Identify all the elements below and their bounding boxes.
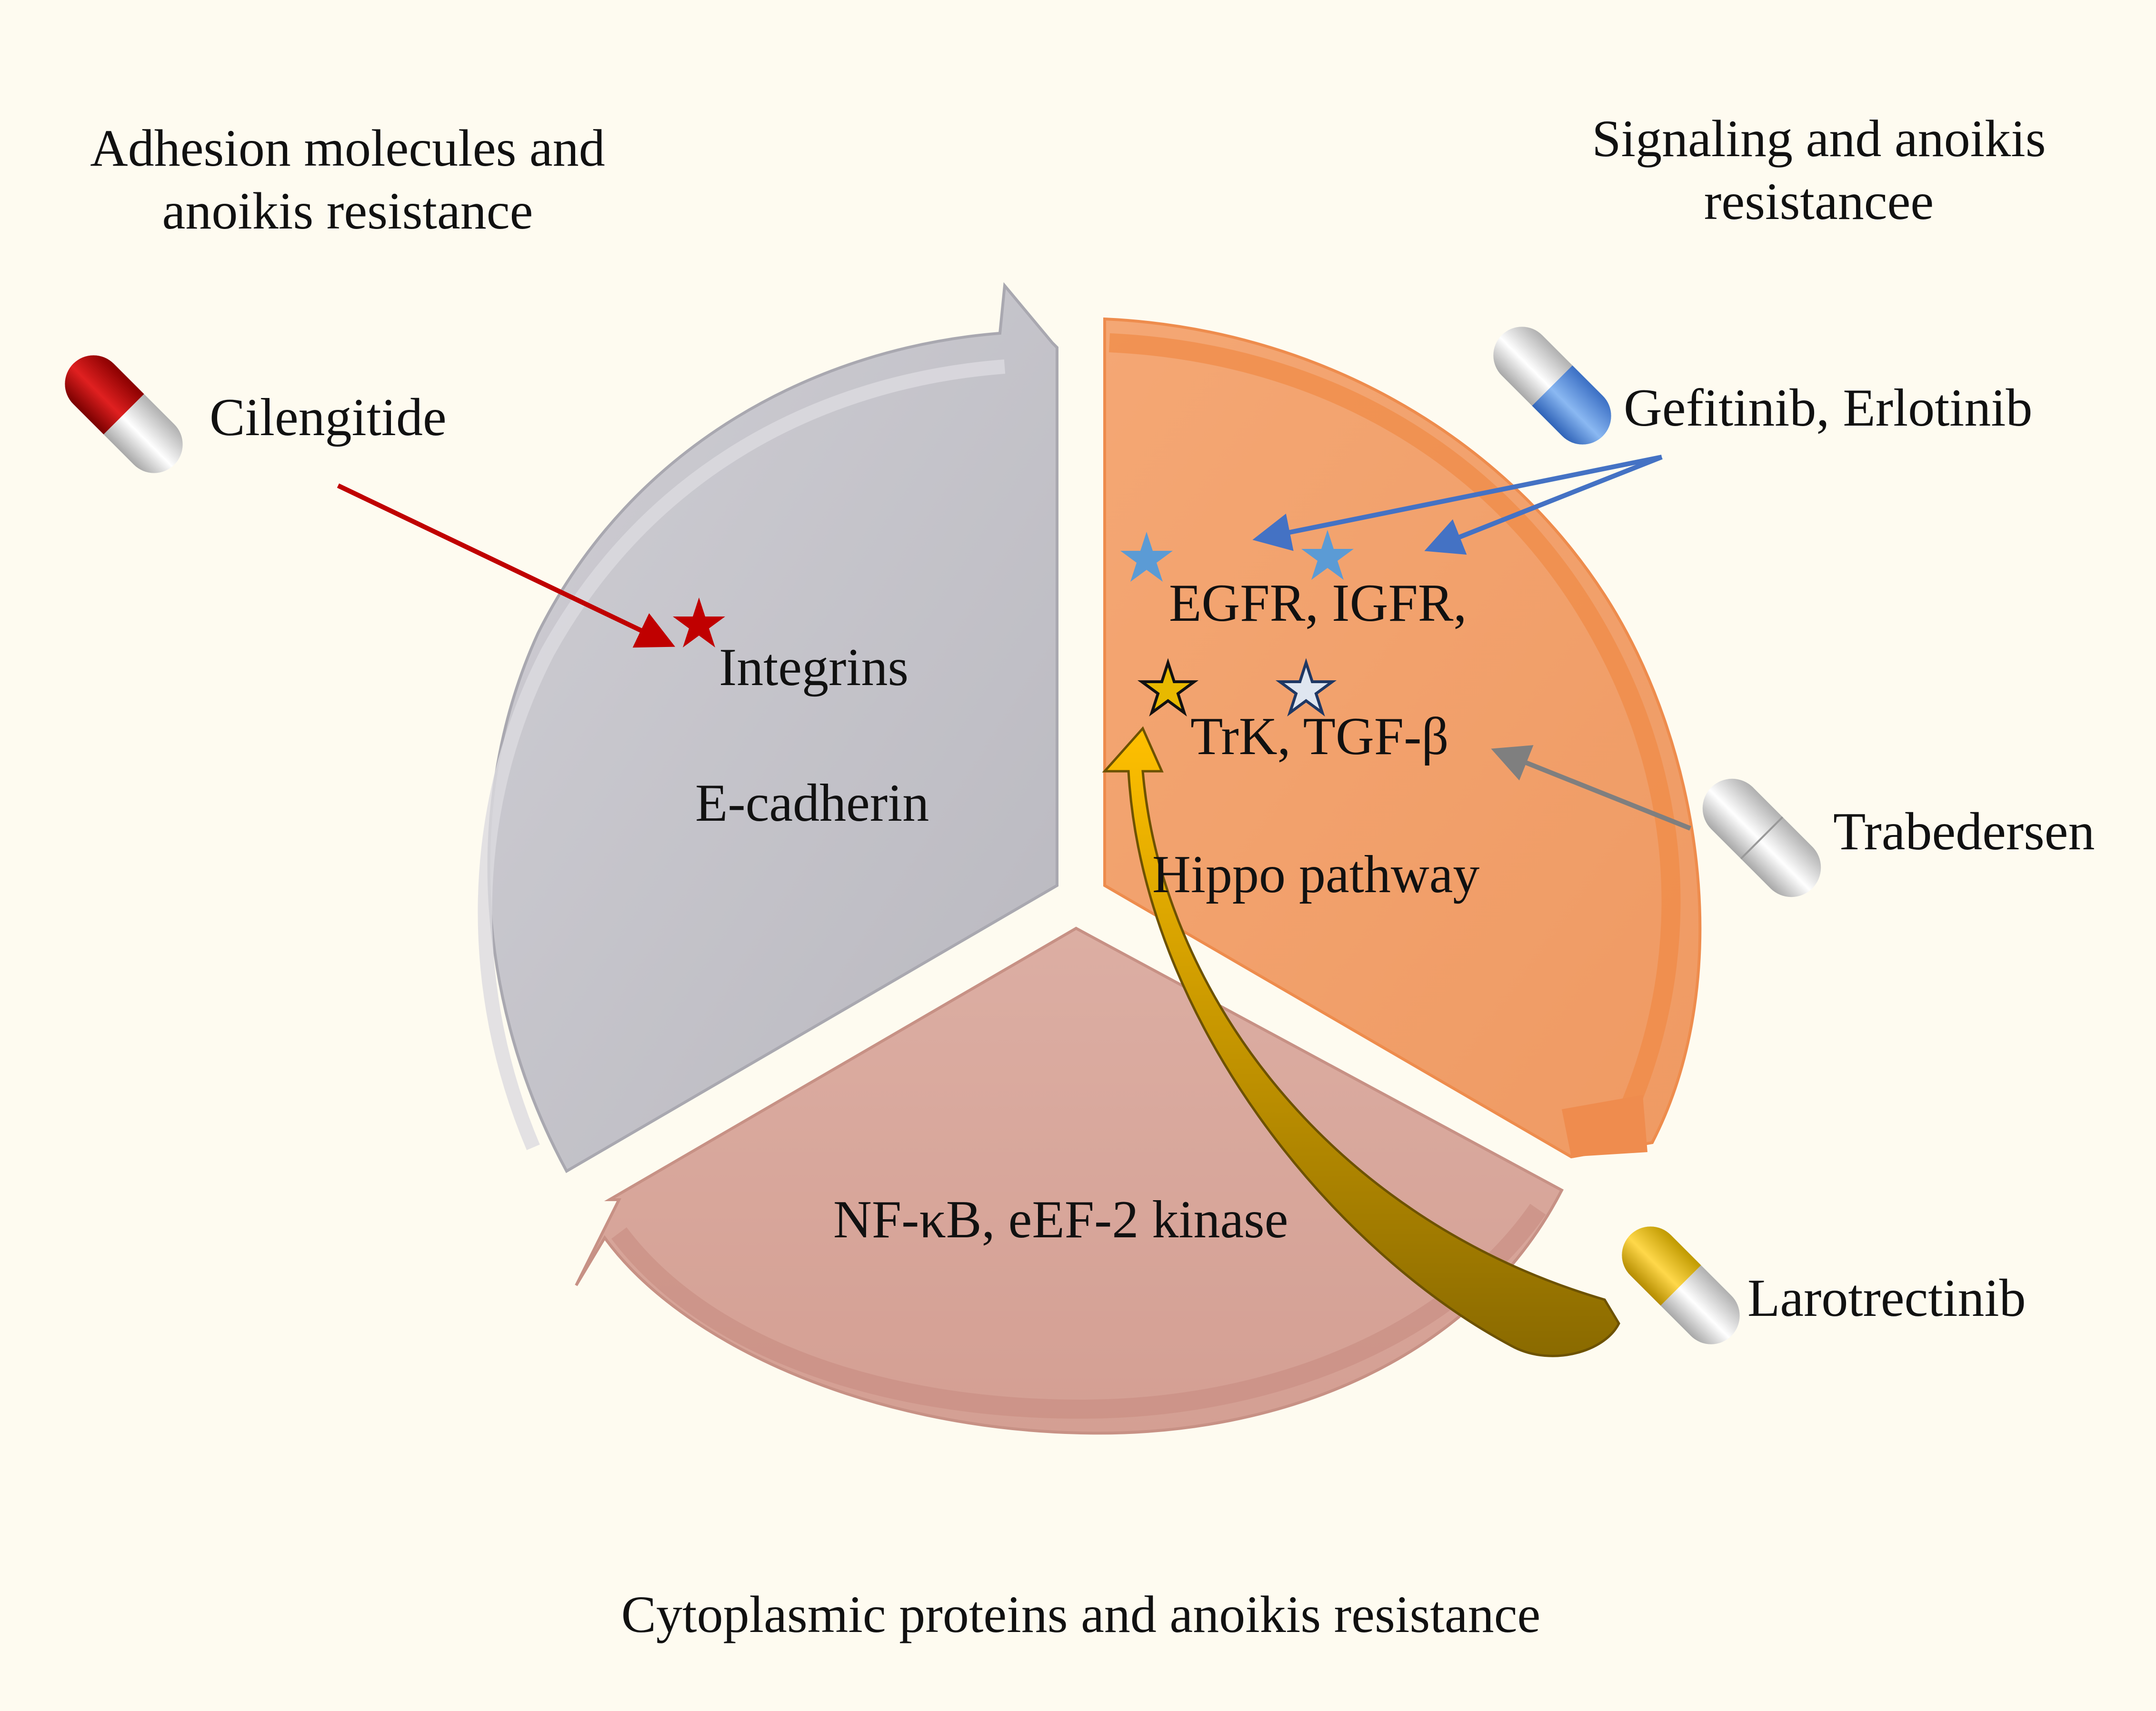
adhesion-title-line1: Adhesion molecules and [90,119,605,177]
cytoplasmic-title: Cytoplasmic proteins and anoikis resista… [621,1585,1541,1643]
trabedersen-arrow [1491,745,1691,831]
signaling-title: Signaling and anoikis resistancee [1533,107,2105,233]
nfkb-eef2-label: NF-κB, eEF-2 kinase [833,1190,1288,1249]
hippo-pathway-label: Hippo pathway [1152,845,1480,904]
cilengitide-arrow [337,483,676,648]
red-pill-icon [65,355,183,473]
signaling-title-line2: resistancee [1704,172,1934,230]
blue-pill-icon [1493,327,1611,445]
outlined-star-icon [1275,658,1337,716]
signaling-title-line1: Signaling and anoikis [1592,109,2046,168]
trk-tgfb-label: TrK, TGF-β [1190,707,1449,766]
red-star-icon [673,597,725,647]
yellow-pill-icon [1622,1226,1740,1344]
gray-pill-icon [1702,778,1821,897]
egfr-igfr-label: EGFR, IGFR, [1169,574,1467,633]
yellow-star-icon [1137,658,1199,716]
gefitinib-erlotinib-arrows [1252,455,1663,555]
larotrectinib-arrow [1102,726,1620,1357]
drug-label-trabedersen: Trabedersen [1833,802,2095,861]
integrins-label: Integrins [719,638,909,697]
drug-label-larotrectinib: Larotrectinib [1747,1269,2026,1328]
drug-label-gefitinib-erlotinib: Gefitinib, Erlotinib [1624,378,2033,438]
adhesion-title-line2: anoikis resistance [162,182,533,240]
drug-label-cilengitide: Cilengitide [210,388,447,447]
e-cadherin-label: E-cadherin [695,774,929,833]
adhesion-segment [478,282,1058,1174]
blue-star-icon [1120,532,1173,582]
blue-star-icon [1301,530,1354,580]
adhesion-title: Adhesion molecules and anoikis resistanc… [62,117,633,242]
